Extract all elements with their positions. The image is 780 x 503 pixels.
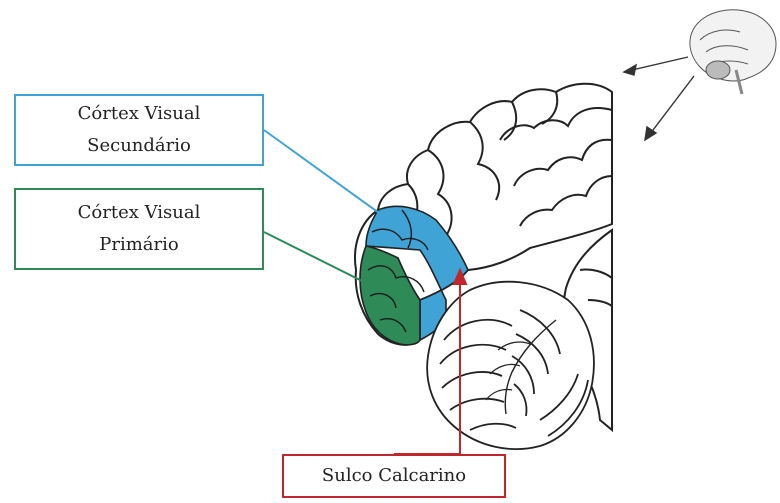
calcarine-sulcus-label-box: Sulco Calcarino xyxy=(282,454,506,498)
primary-visual-cortex-label: Córtex Visual Primário xyxy=(78,197,201,261)
cerebellum xyxy=(427,282,594,449)
reference-brain-icon xyxy=(690,10,776,94)
secondary-connector-line xyxy=(264,130,386,218)
calcarine-sulcus-label: Sulco Calcarino xyxy=(322,460,466,492)
pointer-arrows xyxy=(624,57,694,140)
secondary-visual-cortex-label: Córtex Visual Secundário xyxy=(78,98,201,162)
primary-visual-cortex-label-box: Córtex Visual Primário xyxy=(14,188,264,270)
secondary-visual-cortex-label-box: Córtex Visual Secundário xyxy=(14,94,264,166)
